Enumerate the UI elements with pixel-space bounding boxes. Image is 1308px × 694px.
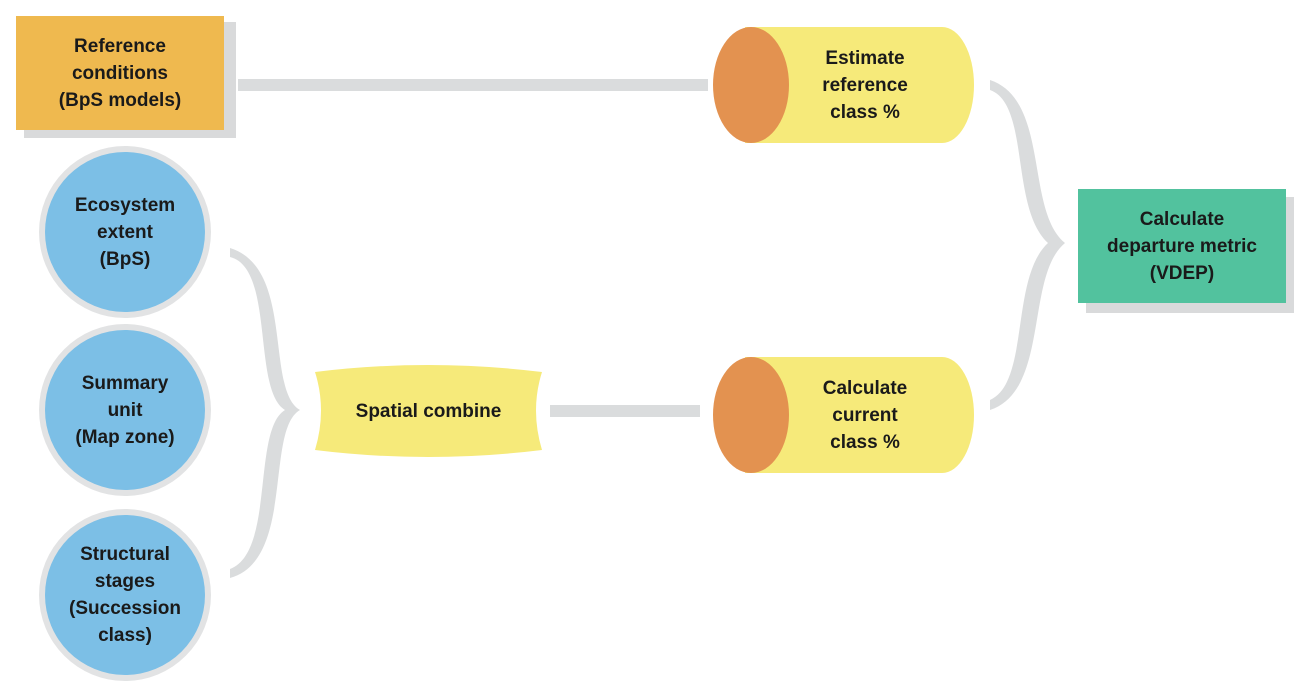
spatial-combine-label: Spatial combine (355, 400, 502, 422)
brace-to-departure (990, 80, 1065, 410)
connector-reference-to-estimate (238, 79, 708, 91)
calculate-current-label: Calculate current class % (822, 377, 908, 453)
reference-conditions-label: Reference conditions (BpS models) (58, 35, 182, 111)
structural-stages-fill (45, 515, 205, 675)
summary-unit-fill (45, 330, 205, 490)
spatial-combine-shape (315, 365, 542, 457)
calculate-current-cap (713, 357, 789, 473)
calculate-departure-label: Calculate departure metric (VDEP) (1107, 208, 1257, 284)
brace-inputs-to-combine (230, 248, 300, 578)
connector-combine-to-current (550, 405, 700, 417)
ecosystem-extent-label: Ecosystem extent (BpS) (74, 194, 176, 270)
structural-stages-label: Structural stages (Succession class) (69, 544, 181, 646)
reference-conditions-box (16, 16, 224, 130)
calculate-departure-box (1078, 189, 1286, 303)
estimate-reference-label: Estimate reference class % (822, 47, 908, 123)
estimate-reference-cylinder (745, 27, 974, 143)
ecosystem-extent-fill (45, 152, 205, 312)
summary-unit-label: Summary unit (Map zone) (75, 372, 175, 448)
estimate-reference-cap (713, 27, 789, 143)
calculate-current-cylinder (745, 357, 974, 473)
